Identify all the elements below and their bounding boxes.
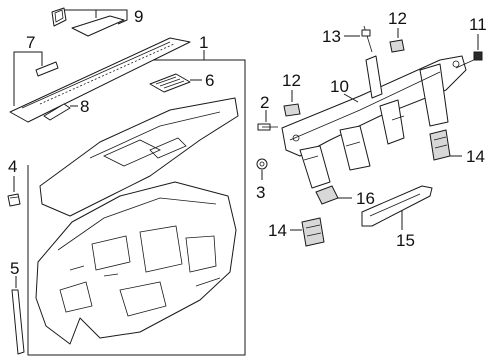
part-14-bracket-right — [429, 129, 451, 161]
callout-10: 10 — [330, 77, 349, 96]
part-14-bracket-left — [301, 217, 325, 247]
part-16-bracket — [315, 185, 339, 205]
part-9-defroster-grille — [51, 7, 125, 37]
callout-8: 8 — [80, 97, 89, 116]
assembly-frame — [27, 59, 246, 356]
callout-13: 13 — [322, 27, 341, 46]
part-1-instrument-panel — [35, 181, 237, 345]
part-15-brace — [361, 185, 433, 227]
part-1-upper-pad — [39, 97, 239, 217]
callout-1: 1 — [199, 33, 208, 52]
part-11-bolt — [455, 51, 483, 69]
part-7-windshield-trim — [9, 37, 191, 123]
callout-15: 15 — [396, 231, 415, 250]
part-4-clip — [7, 193, 21, 207]
callout-9: 9 — [134, 7, 143, 26]
callout-16: 16 — [356, 189, 375, 208]
part-12-clip-lower — [283, 103, 301, 117]
part-12-clip-upper — [389, 39, 405, 53]
part-2-bolt — [257, 123, 278, 131]
part-5-side-trim — [11, 289, 25, 355]
part-13-stud — [361, 25, 373, 53]
callout-3: 3 — [256, 183, 265, 202]
callout-5: 5 — [10, 259, 19, 278]
part-8-trim-strip — [43, 103, 71, 121]
callout-12-lower: 12 — [282, 71, 301, 90]
callout-11: 11 — [469, 15, 487, 34]
callout-2: 2 — [260, 93, 269, 112]
part-3-nut — [256, 158, 268, 170]
part-6-speaker-grille — [149, 73, 191, 93]
callout-14-left: 14 — [268, 221, 287, 240]
callout-14-right: 14 — [466, 147, 485, 166]
callout-4: 4 — [8, 157, 17, 176]
callout-12-upper: 12 — [388, 9, 407, 28]
part-10-cross-car-beam — [281, 55, 467, 189]
callout-7: 7 — [26, 33, 35, 52]
callout-6: 6 — [205, 71, 214, 90]
